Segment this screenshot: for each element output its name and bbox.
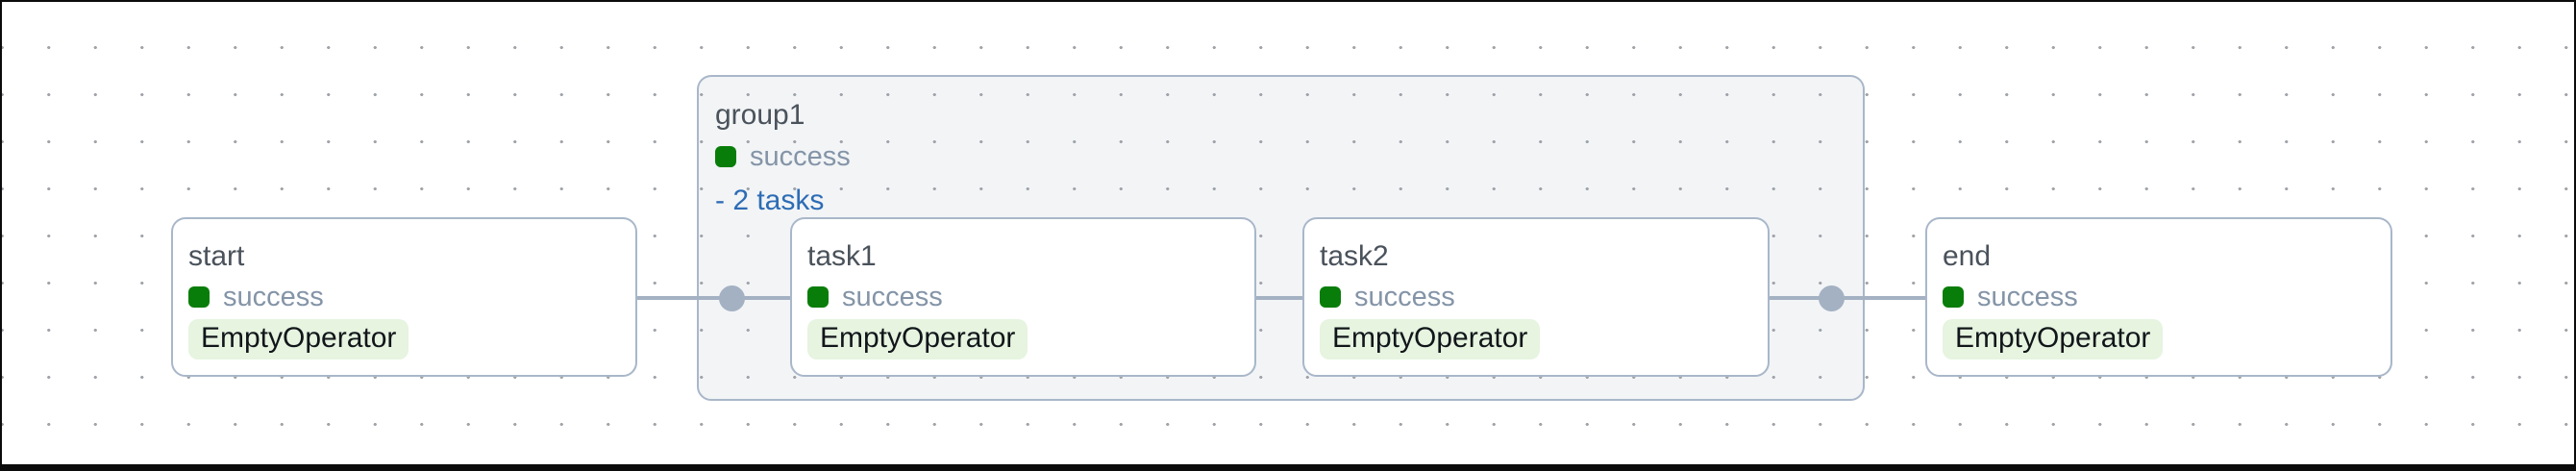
task-status-label: success bbox=[1977, 281, 2078, 312]
success-status-icon bbox=[1943, 286, 1964, 308]
edge-task2-to-end bbox=[1770, 296, 1925, 300]
operator-badge: EmptyOperator bbox=[1320, 319, 1541, 359]
task-title: end bbox=[1943, 240, 1992, 272]
edge-start-to-task1 bbox=[637, 296, 790, 300]
task-title: task1 bbox=[807, 240, 877, 272]
group-collapse-toggle[interactable]: - 2 tasks bbox=[715, 185, 825, 216]
group-status-label: success bbox=[750, 140, 851, 172]
edge-task1-to-task2 bbox=[1256, 296, 1302, 300]
operator-badge: EmptyOperator bbox=[188, 319, 409, 359]
success-status-icon bbox=[807, 286, 829, 308]
task-node-start[interactable]: start success EmptyOperator bbox=[171, 217, 637, 377]
task-status-label: success bbox=[223, 281, 324, 312]
task-title: task2 bbox=[1320, 240, 1389, 272]
success-status-icon bbox=[1320, 286, 1341, 308]
operator-badge: EmptyOperator bbox=[807, 319, 1028, 359]
group-title: group1 bbox=[715, 99, 805, 131]
task-status-label: success bbox=[1354, 281, 1455, 312]
success-status-icon bbox=[188, 286, 210, 308]
task-status-label: success bbox=[842, 281, 943, 312]
task-node-task1[interactable]: task1 success EmptyOperator bbox=[790, 217, 1256, 377]
operator-badge: EmptyOperator bbox=[1943, 319, 2164, 359]
task-node-end[interactable]: end success EmptyOperator bbox=[1925, 217, 2392, 377]
group-join-out-node bbox=[1819, 285, 1845, 311]
task-title: start bbox=[188, 240, 245, 272]
success-status-icon bbox=[715, 146, 736, 167]
task-node-task2[interactable]: task2 success EmptyOperator bbox=[1302, 217, 1770, 377]
group-join-in-node bbox=[719, 285, 745, 311]
